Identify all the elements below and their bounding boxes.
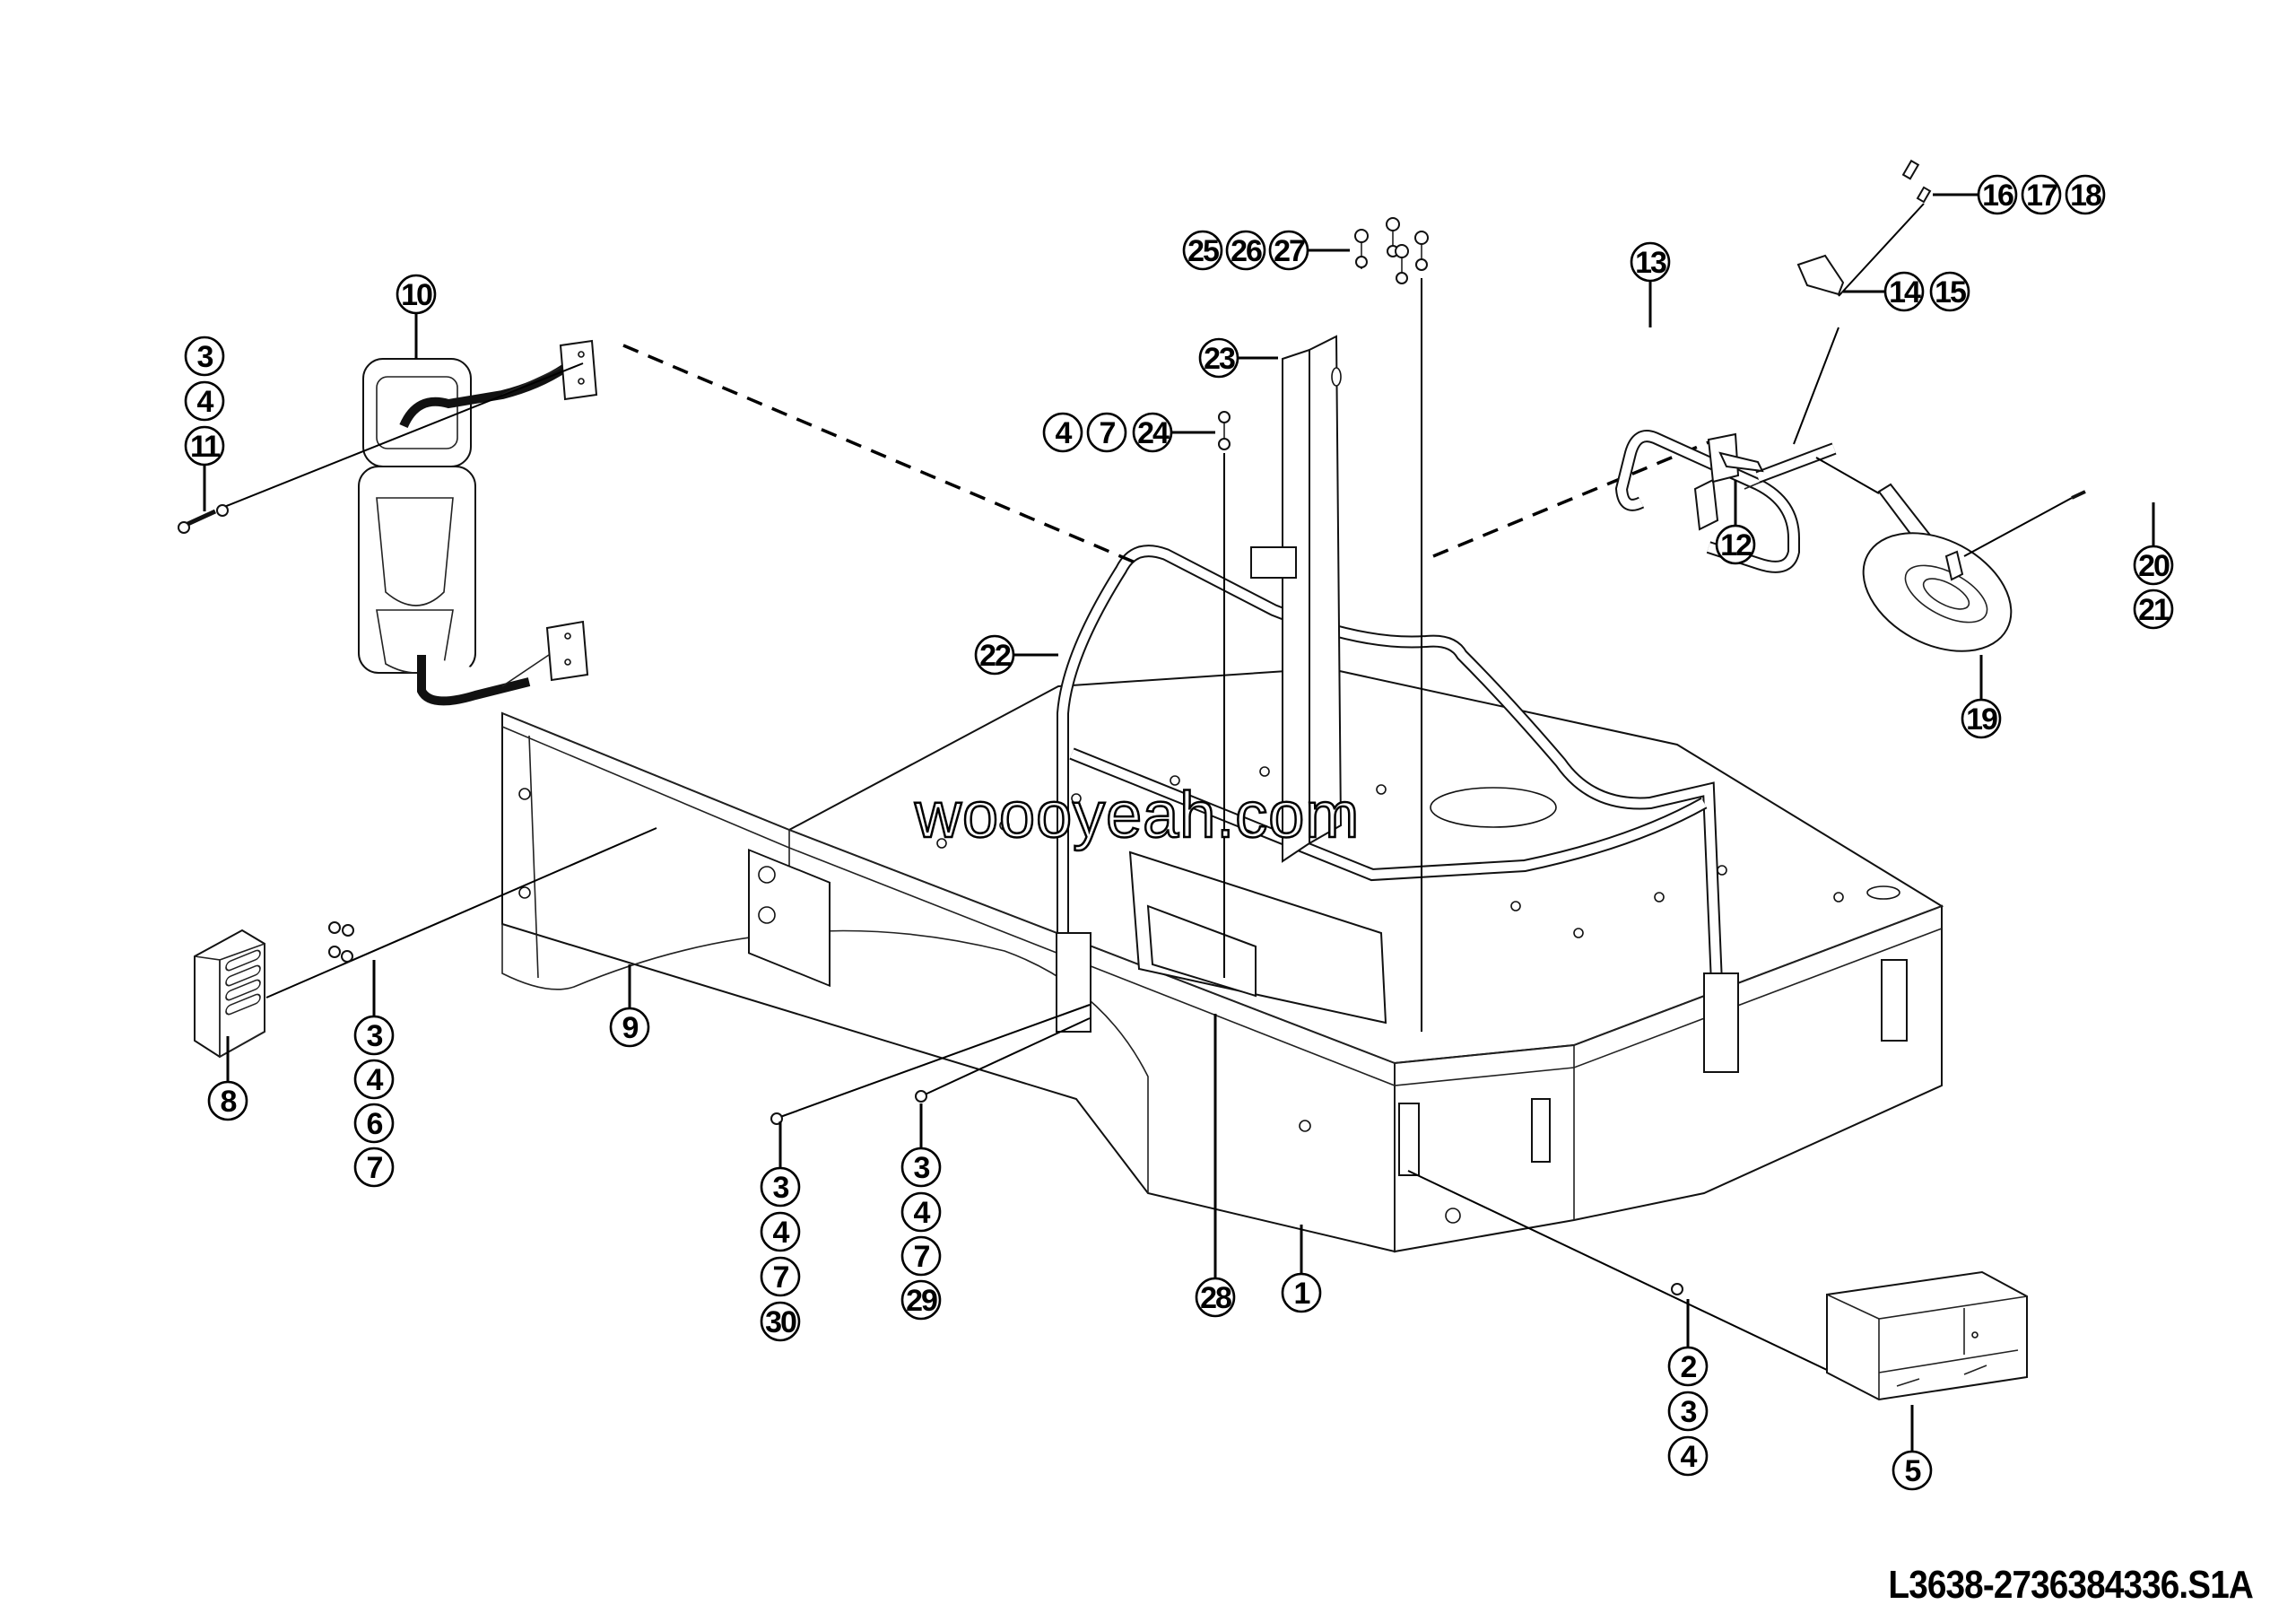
svg-text:6: 6	[367, 1107, 383, 1141]
mirror-mounting-bolt	[178, 362, 584, 534]
svg-text:24: 24	[1137, 416, 1170, 450]
callout-3-4-7-30: 3 4 7 30	[760, 1166, 801, 1342]
svg-text:30: 30	[765, 1305, 796, 1339]
svg-text:17: 17	[2026, 179, 2057, 213]
callout-8: 8	[207, 1080, 248, 1121]
callout-16-17-18: 16 17 18	[1977, 174, 2106, 215]
svg-text:4: 4	[1056, 416, 1073, 450]
svg-text:14: 14	[1889, 275, 1921, 310]
svg-text:3: 3	[367, 1019, 383, 1053]
mirror-arm	[1614, 430, 1837, 573]
round-mirror-pin	[1963, 490, 2086, 557]
bracket-box	[1826, 1270, 2028, 1401]
callout-13: 13	[1630, 241, 1671, 283]
leader-lines	[203, 193, 2155, 1452]
svg-text:16: 16	[1982, 179, 2013, 213]
svg-text:4: 4	[197, 385, 214, 419]
svg-text:5: 5	[1905, 1454, 1921, 1488]
upright-mounting-bolts	[1354, 217, 1429, 1032]
svg-text:7: 7	[1100, 416, 1116, 450]
svg-text:15: 15	[1935, 275, 1966, 310]
callout-19: 19	[1961, 698, 2002, 739]
svg-text:9: 9	[622, 1011, 639, 1045]
callout-20-21: 20 21	[2133, 545, 2174, 630]
svg-text:3: 3	[914, 1151, 930, 1185]
svg-text:4: 4	[773, 1216, 790, 1250]
callout-3-4-11: 3 4 11	[184, 336, 225, 467]
callout-12: 12	[1715, 524, 1756, 565]
svg-text:27: 27	[1274, 234, 1305, 268]
svg-text:11: 11	[190, 430, 220, 464]
callout-3-4-6-7: 3 4 6 7	[353, 1015, 395, 1188]
svg-text:3: 3	[197, 340, 213, 374]
callout-23: 23	[1198, 337, 1239, 379]
lamp-housing	[194, 929, 265, 1059]
watermark-text: woooyeah.com	[914, 779, 1361, 853]
rear-view-mirror-assembly	[358, 339, 598, 706]
callout-10: 10	[396, 274, 437, 315]
svg-text:4: 4	[367, 1063, 384, 1097]
svg-text:7: 7	[773, 1260, 789, 1295]
svg-text:2: 2	[1681, 1350, 1697, 1384]
svg-text:28: 28	[1200, 1281, 1231, 1315]
callout-25-26-27: 25 26 27	[1182, 230, 1309, 271]
callout-22: 22	[974, 634, 1015, 676]
assembly-dashed-line	[622, 344, 1138, 565]
svg-text:3: 3	[1681, 1395, 1697, 1429]
drawing-number: L3638-2736384336.S1A	[1888, 1563, 2253, 1607]
svg-text:19: 19	[1966, 702, 1997, 737]
post-bolt	[1218, 411, 1231, 978]
svg-text:20: 20	[2138, 549, 2170, 583]
rail-bolt-left	[770, 1004, 1091, 1125]
svg-text:12: 12	[1720, 528, 1752, 562]
arm-bolt	[1838, 159, 1932, 297]
callout-4-7-24: 4 7 24	[1042, 412, 1173, 453]
callout-14-15: 14 15	[1883, 271, 1970, 312]
svg-text:8: 8	[221, 1085, 237, 1119]
callout-2-3-4: 2 3 4	[1667, 1346, 1709, 1477]
box-fastener	[1407, 1170, 1828, 1371]
svg-text:10: 10	[401, 278, 432, 312]
svg-text:22: 22	[979, 639, 1011, 673]
step-plate	[1128, 850, 1387, 1025]
svg-text:23: 23	[1204, 342, 1235, 376]
svg-text:13: 13	[1635, 246, 1666, 280]
callout-5: 5	[1892, 1450, 1933, 1491]
callout-1: 1	[1281, 1272, 1322, 1313]
svg-text:7: 7	[367, 1151, 383, 1185]
upright-post	[1250, 335, 1343, 863]
assembly-dashed-line	[1432, 440, 1709, 558]
svg-text:25: 25	[1187, 234, 1219, 268]
svg-text:4: 4	[1681, 1440, 1698, 1474]
lamp-fasteners	[265, 827, 657, 998]
callout-3-4-7-29: 3 4 7 29	[900, 1147, 942, 1321]
svg-text:18: 18	[2070, 179, 2101, 213]
svg-text:3: 3	[773, 1171, 789, 1205]
svg-text:7: 7	[914, 1240, 930, 1274]
callout-9: 9	[609, 1007, 650, 1048]
svg-text:1: 1	[1294, 1277, 1310, 1311]
svg-text:29: 29	[906, 1284, 937, 1318]
svg-text:21: 21	[2138, 593, 2170, 627]
arm-bracket	[1707, 432, 1764, 484]
arm-clamp	[1793, 254, 1845, 445]
callout-28: 28	[1195, 1277, 1236, 1318]
rail-bolt-right	[915, 1017, 1091, 1103]
round-mirror	[1815, 457, 2013, 652]
guard-rail	[1056, 545, 1739, 1073]
svg-text:26: 26	[1231, 234, 1262, 268]
svg-text:4: 4	[914, 1196, 931, 1230]
